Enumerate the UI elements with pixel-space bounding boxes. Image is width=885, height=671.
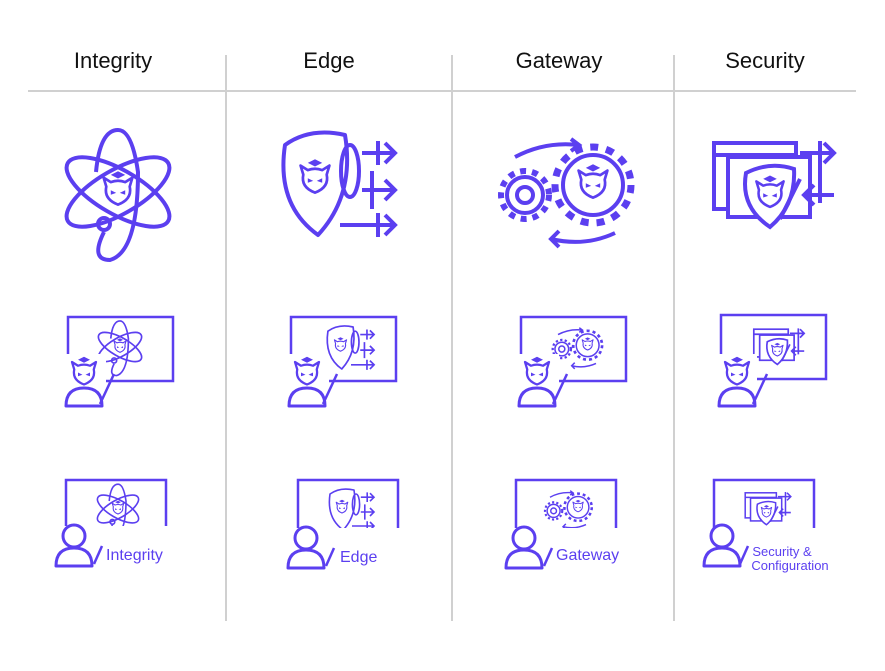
column-divider-2 (451, 55, 453, 621)
security-presenter-icon (713, 310, 833, 415)
window-shield-icon (706, 128, 841, 243)
column-divider-1 (225, 55, 227, 621)
gateway-presenter-icon (513, 312, 633, 417)
edge-caption-icon: Edge (286, 476, 410, 576)
column-header-security: Security (725, 48, 805, 73)
gears-icon (490, 122, 640, 257)
gateway-caption-icon: Gateway (504, 476, 633, 576)
header-divider (28, 90, 856, 92)
integrity-presenter-icon (60, 312, 180, 417)
security-caption-line2: Configuration (751, 558, 828, 573)
gateway-caption: Gateway (556, 547, 619, 564)
column-divider-3 (673, 55, 675, 621)
security-caption-icon: Security & Configuration (702, 476, 841, 581)
integrity-caption: Integrity (106, 547, 163, 564)
shield-arrows-icon (270, 120, 410, 255)
security-caption-line1: Security & (752, 544, 812, 559)
atom-icon (48, 122, 188, 267)
column-header-edge: Edge (303, 48, 355, 73)
column-header-integrity: Integrity (73, 48, 153, 73)
edge-presenter-icon (283, 312, 403, 417)
edge-caption: Edge (340, 549, 377, 566)
column-header-gateway: Gateway (515, 48, 603, 73)
integrity-caption-icon: Integrity (54, 476, 183, 576)
